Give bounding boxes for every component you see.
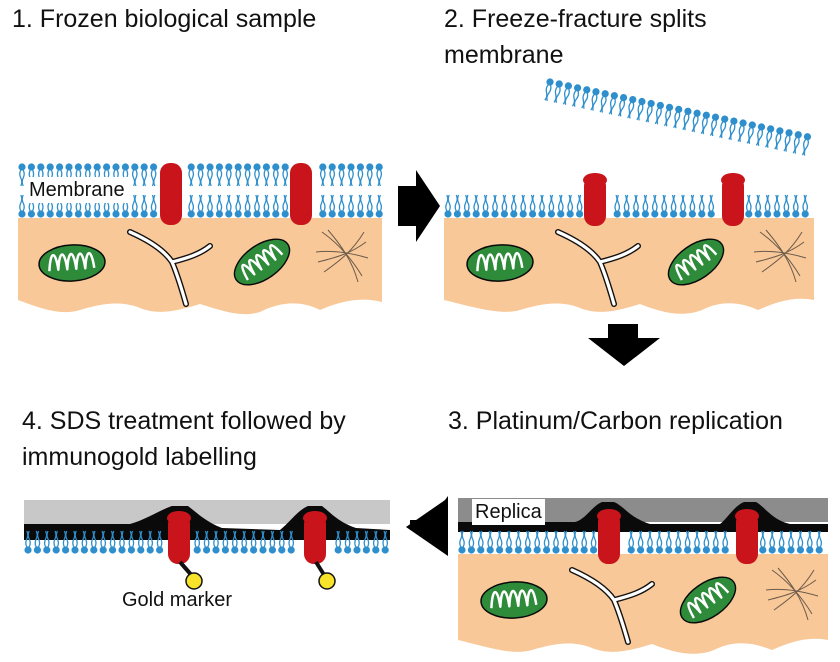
step3-title: 3. Platinum/Carbon replication (448, 407, 783, 435)
panel-frozen-sample (17, 162, 384, 315)
membrane-protein (160, 163, 182, 225)
membrane-protein (303, 511, 327, 564)
membrane-protein (721, 173, 745, 226)
membrane-protein (290, 163, 312, 225)
detached-leaflet (541, 77, 813, 157)
replica-dark-layer (24, 506, 390, 540)
cytoplasm (444, 218, 814, 314)
replica-dark-layer (458, 502, 828, 532)
arrow-right (398, 170, 440, 242)
step2-title-continued: membrane (444, 41, 564, 69)
lower-leaflet (458, 531, 822, 554)
lower-leaflet (444, 195, 808, 218)
membrane-protein (583, 173, 607, 226)
cytoplasm (18, 218, 382, 315)
gold-marker (314, 560, 336, 590)
gold-marker-label: Gold marker (122, 589, 233, 611)
arrow-down (588, 324, 660, 366)
replica-label: Replica (472, 499, 545, 525)
gold-marker (178, 560, 203, 590)
membrane-protein (167, 511, 191, 564)
step4-title-continued: immunogold labelling (22, 443, 257, 471)
cytoplasm (458, 554, 828, 654)
panel-fractured (444, 77, 814, 314)
membrane-protein (735, 509, 759, 564)
step2-title: 2. Freeze-fracture splits (444, 5, 707, 33)
panel-immunogold (24, 500, 390, 590)
membrane-protein (597, 509, 621, 564)
membrane-label: Membrane (26, 177, 128, 203)
step1-title: 1. Frozen biological sample (12, 5, 317, 33)
step4-title: 4. SDS treatment followed by (22, 407, 346, 435)
arrow-left (406, 498, 448, 556)
